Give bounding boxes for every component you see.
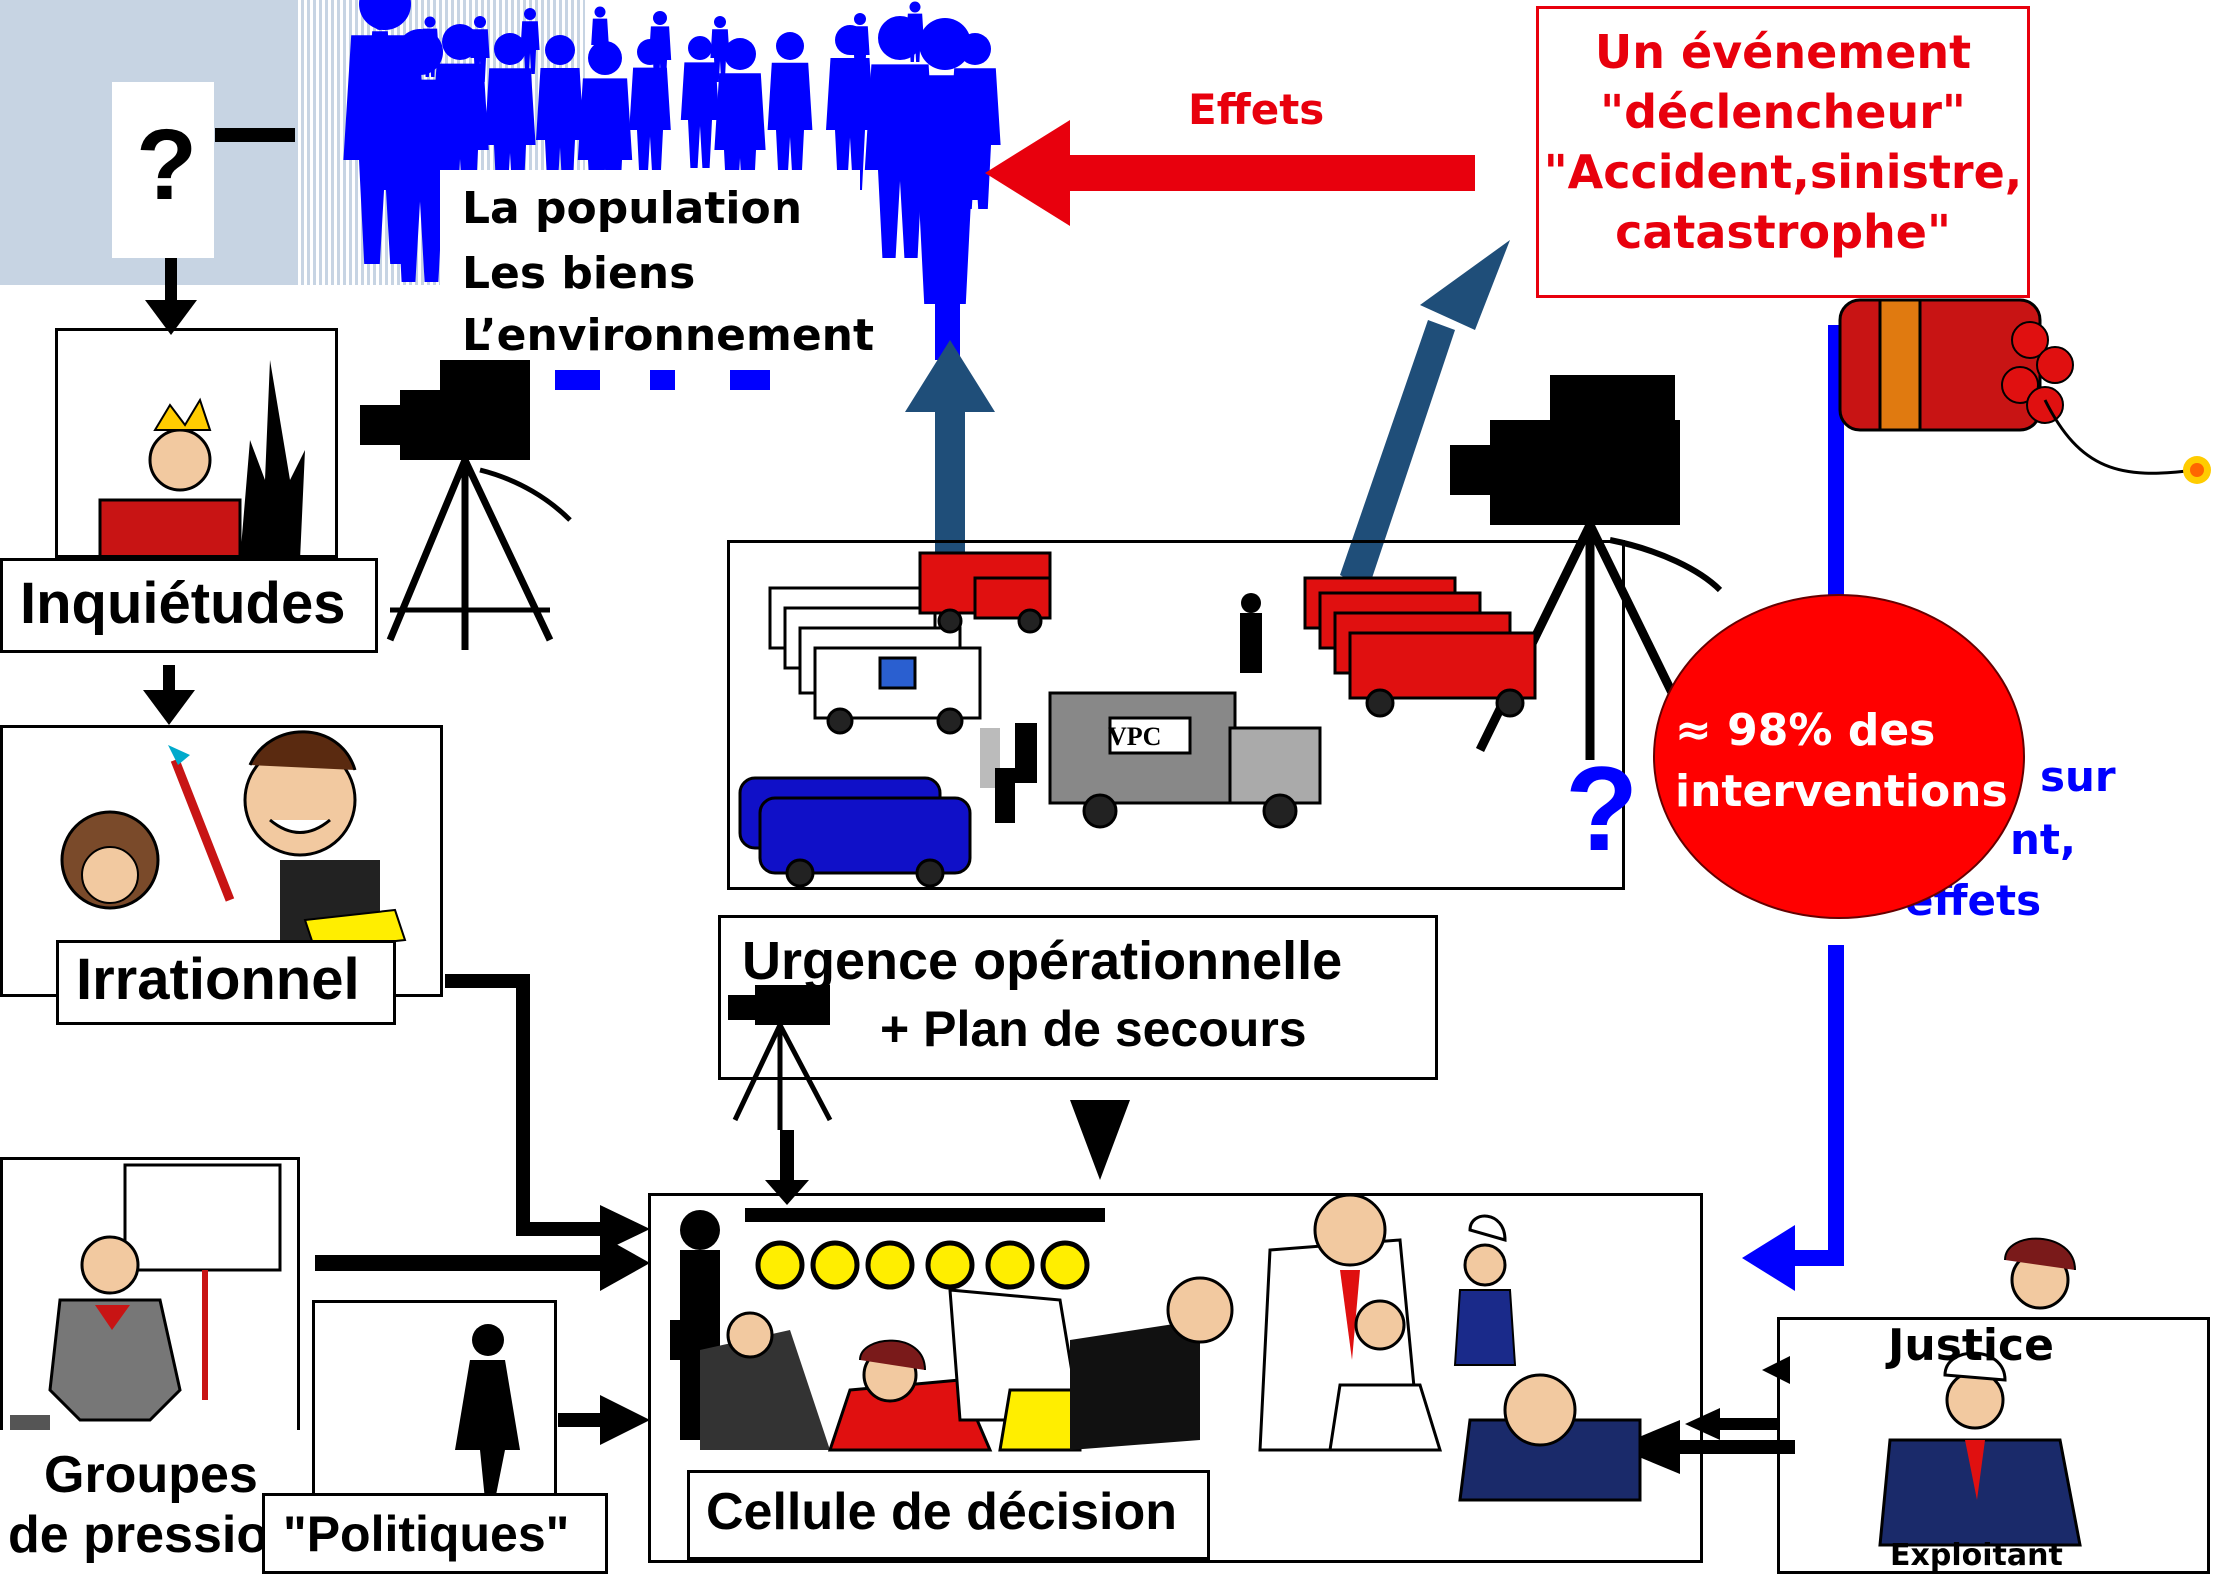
justice-label: Justice bbox=[1888, 1320, 2054, 1371]
population-label: La population bbox=[462, 183, 803, 234]
assets-label: Les biens bbox=[462, 248, 696, 299]
dynamite-icon bbox=[1838, 298, 2211, 484]
fire-truck-icons bbox=[1303, 576, 1537, 718]
irrational-label: Irrationnel bbox=[76, 947, 360, 1012]
crowd-silhouettes bbox=[343, 0, 1001, 390]
emergency-vehicles-box bbox=[727, 540, 1625, 890]
event-line-2: "déclencheur" bbox=[1600, 85, 1966, 139]
connector-dash bbox=[215, 128, 295, 142]
politicians-label: "Politiques" bbox=[283, 1506, 570, 1562]
camera-icon-small bbox=[728, 985, 833, 1130]
blue-partial-line-1: sur bbox=[2040, 752, 2116, 801]
worries-label-box bbox=[0, 558, 378, 653]
environment-label: L’environnement bbox=[462, 310, 875, 361]
decision-cell-label-box bbox=[687, 1470, 1210, 1560]
pressure-groups-label-bg bbox=[0, 1430, 310, 1574]
justice-scene bbox=[1878, 1237, 2082, 1547]
circle-line-2: interventions bbox=[1675, 766, 2008, 817]
question-mark: ? bbox=[136, 109, 198, 221]
effects-label: Effets bbox=[1188, 85, 1325, 134]
effects-arrow bbox=[985, 120, 1475, 226]
responder-figures bbox=[980, 593, 1262, 823]
irrational-label-box bbox=[56, 940, 396, 1025]
emergency-vehicles-illustration bbox=[738, 551, 1537, 887]
trigger-event-box: Un événement "déclencheur" "Accident,sin… bbox=[1536, 6, 2030, 298]
blue-van-icons bbox=[738, 776, 972, 887]
vehicles-question-mark: ? bbox=[1565, 742, 1639, 876]
urgence-line-2: + Plan de secours bbox=[880, 1001, 1307, 1057]
event-line-4: catastrophe" bbox=[1615, 205, 1951, 259]
decision-cell-scene bbox=[670, 1193, 1642, 1502]
vpc-label: VPC bbox=[1108, 722, 1162, 751]
worried-person-icon bbox=[98, 360, 305, 562]
red-ambulance-icon bbox=[918, 551, 1052, 634]
circle-line-1: ≈ 98% des bbox=[1675, 705, 1936, 756]
camera-icon-right bbox=[1450, 375, 1723, 760]
decision-cell-box bbox=[648, 1193, 1703, 1563]
worries-image-box bbox=[55, 328, 338, 558]
justice-box bbox=[1777, 1317, 2210, 1574]
question-box bbox=[112, 82, 214, 258]
pressure-groups-line-2: de pressio bbox=[8, 1506, 269, 1564]
vpc-truck-icon bbox=[1048, 691, 1322, 829]
operational-emergency-box bbox=[718, 915, 1438, 1080]
ambulance-icons bbox=[768, 586, 982, 735]
event-line-3: "Accident,sinistre, bbox=[1543, 145, 2023, 199]
event-line-1: Un événement bbox=[1594, 25, 1972, 79]
pressure-groups-line-1: Groupes bbox=[44, 1446, 258, 1504]
politicians-box bbox=[312, 1300, 557, 1500]
blue-partial-line-2: nt, bbox=[2010, 815, 2076, 864]
operator-label: Exploitant bbox=[1890, 1538, 2063, 1573]
black-arrows bbox=[143, 258, 1795, 1474]
camera-icon-left bbox=[360, 360, 572, 650]
decision-cell-label: Cellule de décision bbox=[706, 1483, 1178, 1541]
pressure-groups-box bbox=[0, 1157, 300, 1477]
steel-blue-arrows bbox=[905, 240, 1510, 590]
politician-silhouette-icon bbox=[455, 1324, 520, 1500]
protester-icon bbox=[10, 1163, 282, 1435]
interventions-circle bbox=[1653, 594, 2025, 919]
politicians-label-box bbox=[262, 1493, 608, 1574]
worries-label: Inquiétudes bbox=[20, 571, 346, 636]
population-label-bg bbox=[440, 170, 860, 370]
urgence-line-1: Urgence opérationnelle bbox=[742, 931, 1343, 991]
